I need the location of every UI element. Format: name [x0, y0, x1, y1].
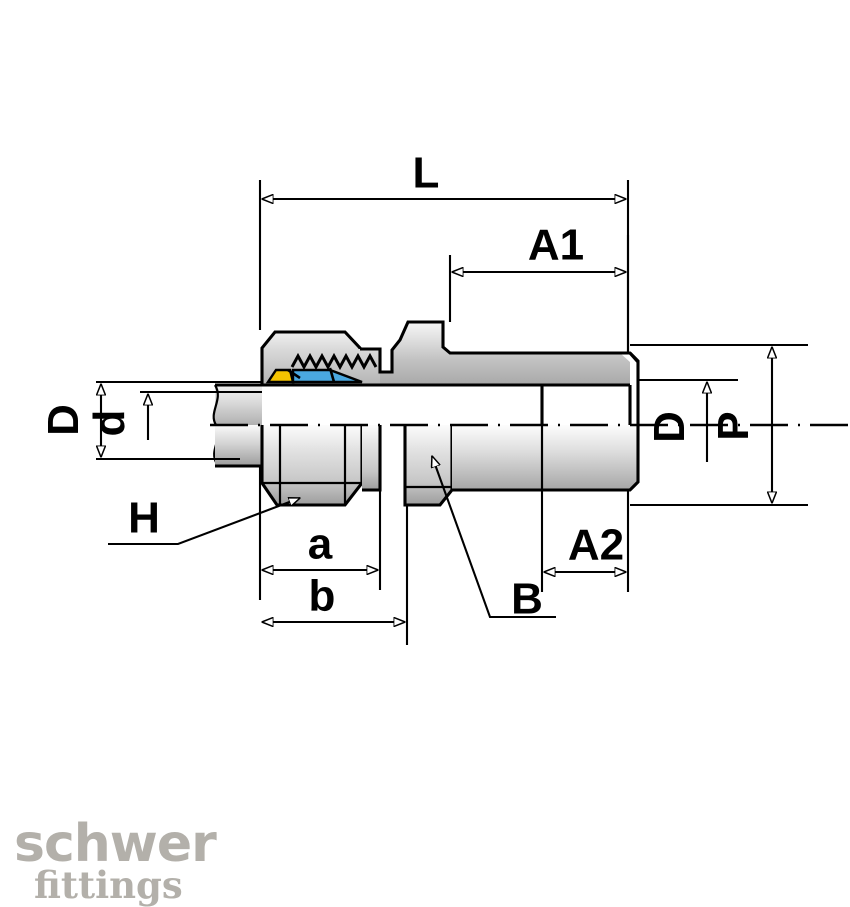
- leader-H-line: [108, 498, 300, 546]
- body-hex-collar-lower: [405, 425, 452, 505]
- logo-line2: fittings: [34, 863, 183, 907]
- leader-B-label: B: [511, 575, 543, 624]
- thread-profile-zigzag: [290, 352, 378, 371]
- dimension-P-label: P: [709, 411, 758, 440]
- logo-line1: schwer: [14, 814, 217, 874]
- tube-lower-left: [215, 425, 262, 466]
- dimension-D-right: D: [638, 378, 738, 462]
- spigot-bore-upper: [542, 385, 630, 425]
- nut-body-step-lower: [362, 425, 380, 490]
- leader-H: H: [108, 494, 300, 546]
- tube-upper-left: [215, 385, 262, 425]
- leader-H-label: H: [128, 494, 160, 543]
- hex-nut-lower-body: [262, 425, 362, 505]
- dimension-b-label: b: [309, 572, 336, 621]
- dimension-d-left: d: [85, 390, 262, 440]
- dimension-a-label: a: [308, 520, 333, 569]
- dimension-a: a: [258, 466, 382, 600]
- cutting-ring-blue: [291, 368, 363, 384]
- dimension-A2-label: A2: [568, 521, 624, 570]
- body-shank-lower: [452, 425, 638, 490]
- dimension-D-right-label: D: [645, 411, 694, 443]
- dimension-L-label: L: [413, 149, 440, 198]
- dimension-A2: A2: [540, 490, 630, 592]
- leader-B-line: [432, 456, 556, 619]
- dimension-D-left: D: [39, 380, 262, 461]
- dimension-D-left-label: D: [39, 404, 88, 436]
- dimension-P: P: [630, 343, 808, 507]
- leader-B: B: [432, 456, 556, 624]
- dimension-b: b: [262, 505, 409, 645]
- ring-edge-detail-2: [328, 367, 336, 383]
- body-top-right-chamfer: [628, 351, 640, 364]
- schwer-fittings-logo: schwer fittings: [14, 814, 218, 907]
- dimension-d-left-label: d: [85, 410, 134, 437]
- dimension-A1-label: A1: [528, 221, 584, 270]
- ring-edge-detail: [287, 368, 301, 380]
- fitting-part-geometry: [210, 320, 850, 507]
- dimension-L: L: [258, 149, 630, 352]
- dimension-A1: A1: [448, 221, 630, 352]
